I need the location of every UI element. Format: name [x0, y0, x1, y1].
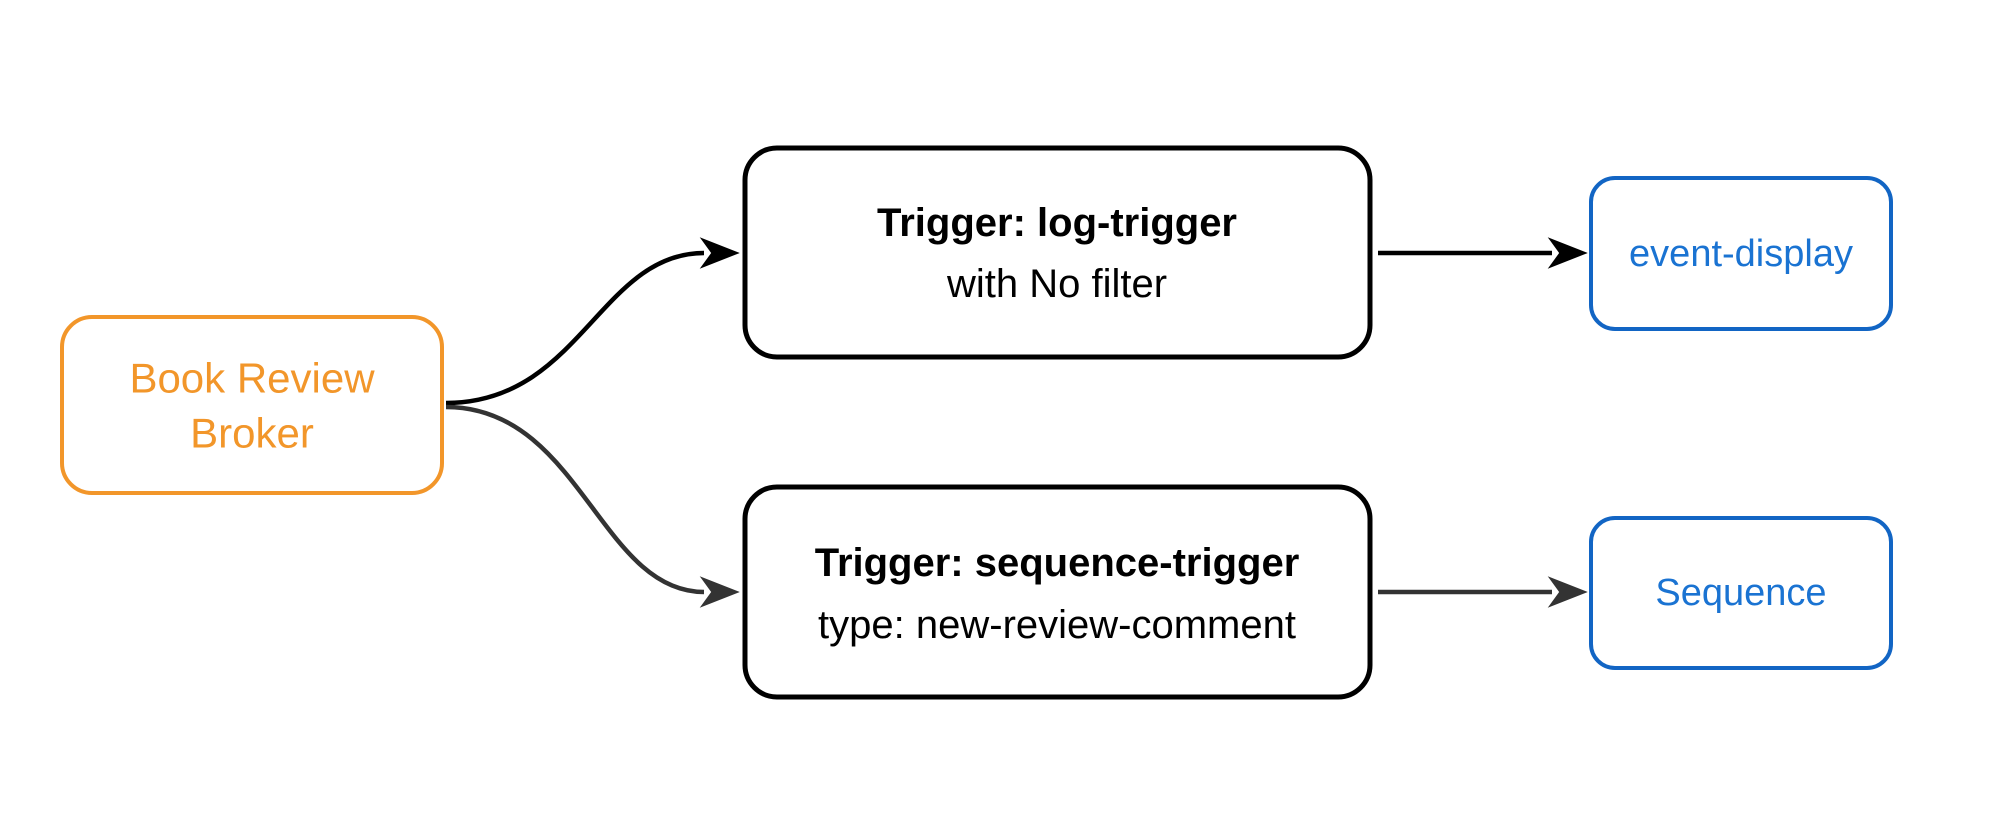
broker-label-line1: Book Review: [129, 355, 375, 402]
log-trigger-box: [742, 145, 1373, 360]
edge-broker-to-log-trigger: [445, 237, 740, 406]
node-log-trigger: Trigger: log-trigger with No filter: [742, 145, 1373, 360]
broker-label-line2: Broker: [190, 410, 314, 457]
sequence-trigger-title: Trigger: sequence-trigger: [815, 541, 1300, 585]
event-display-box: [1589, 176, 1893, 331]
node-broker: Book Review Broker: [60, 315, 444, 495]
sequence-box: [1589, 516, 1893, 670]
event-display-label: event-display: [1629, 233, 1853, 275]
log-trigger-subtitle: with No filter: [946, 262, 1167, 306]
sequence-label: Sequence: [1655, 572, 1826, 614]
node-event-display: event-display: [1589, 176, 1893, 331]
node-sequence: Sequence: [1589, 516, 1893, 670]
log-trigger-title: Trigger: log-trigger: [877, 201, 1237, 245]
node-sequence-trigger: Trigger: sequence-trigger type: new-revi…: [742, 484, 1373, 700]
broker-box: [60, 315, 444, 495]
sequence-trigger-box: [742, 484, 1373, 700]
sequence-trigger-subtitle: type: new-review-comment: [818, 603, 1296, 647]
edge-broker-to-sequence-trigger: [445, 404, 740, 608]
